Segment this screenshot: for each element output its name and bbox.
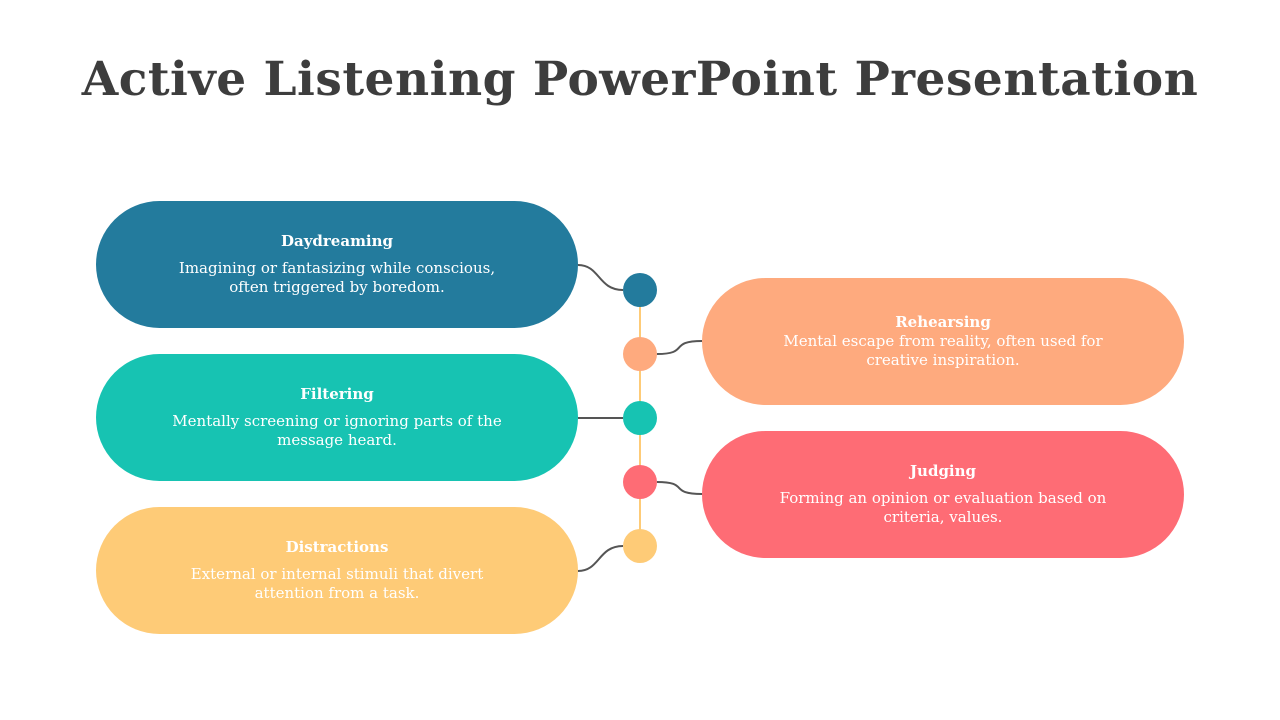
card-description: Mentally screening or ignoring parts of … <box>172 412 502 449</box>
node-distractions <box>623 529 657 563</box>
node-rehearsing <box>623 337 657 371</box>
card-description: External or internal stimuli that divert… <box>190 565 484 602</box>
card-title: Daydreaming <box>280 232 394 250</box>
connector-rehearsing <box>656 340 703 355</box>
card-rehearsing: Rehearsing Mental escape from reality, o… <box>702 278 1184 405</box>
slide-title: Active Listening PowerPoint Presentation <box>81 52 1199 107</box>
card-daydreaming: Daydreaming Imagining or fantasizing whi… <box>96 201 578 328</box>
card-title: Judging <box>909 462 977 480</box>
connector-distractions <box>577 545 624 572</box>
connector-daydreaming <box>577 264 624 291</box>
card-filtering: Filtering Mentally screening or ignoring… <box>96 354 578 481</box>
card-judging: Judging Forming an opinion or evaluation… <box>702 431 1184 558</box>
card-title: Rehearsing <box>895 313 991 331</box>
card-distractions: Distractions External or internal stimul… <box>96 507 578 634</box>
node-daydreaming <box>623 273 657 307</box>
card-title: Distractions <box>285 538 389 556</box>
card-title: Filtering <box>300 385 374 403</box>
connector-judging <box>656 481 703 495</box>
node-filtering <box>623 401 657 435</box>
node-judging <box>623 465 657 499</box>
card-description: Mental escape from reality, often used f… <box>783 332 1103 369</box>
card-description: Imagining or fantasizing while conscious… <box>178 259 496 296</box>
card-description: Forming an opinion or evaluation based o… <box>779 489 1107 526</box>
